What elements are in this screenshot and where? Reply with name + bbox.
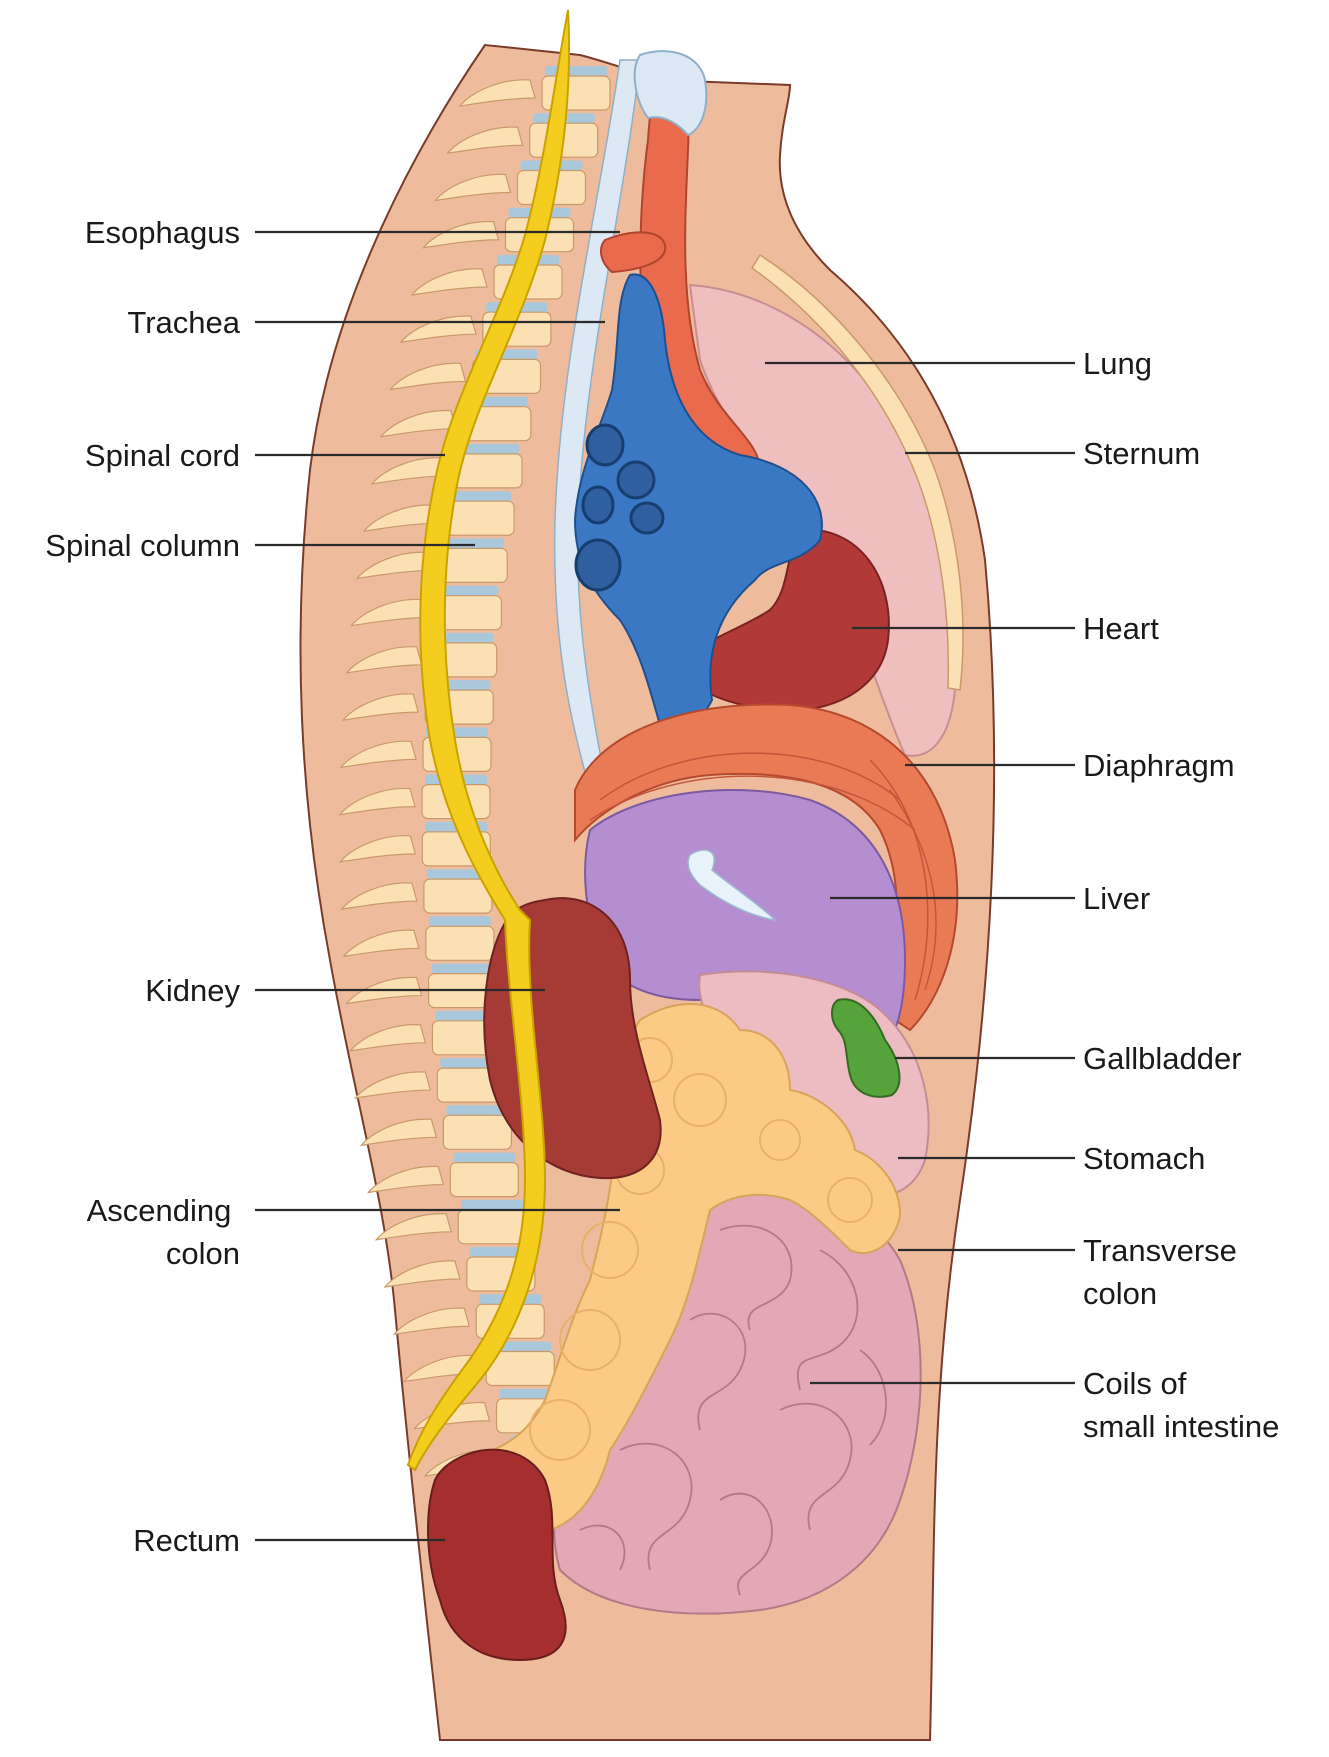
label-transverse-colon: Transverse colon — [1083, 1233, 1246, 1311]
intervertebral-disc — [461, 1199, 524, 1210]
intervertebral-disc — [453, 1152, 516, 1163]
label-trachea: Trachea — [127, 305, 240, 340]
spinous-process — [434, 173, 512, 202]
spinous-process — [338, 787, 416, 816]
spinous-process — [392, 1307, 471, 1336]
label-esophagus: Esophagus — [85, 215, 240, 250]
spinous-process — [345, 646, 423, 674]
thyroid-cartilage — [633, 50, 708, 137]
sternum — [750, 253, 964, 691]
spinous-process — [366, 1165, 445, 1194]
spinous-process — [389, 362, 467, 391]
spinous-process — [446, 126, 524, 155]
vertebral-body — [438, 547, 508, 584]
label-stomach: Stomach — [1083, 1141, 1205, 1176]
spinous-process — [458, 79, 536, 107]
spinous-process — [359, 1118, 438, 1147]
intervertebral-disc — [435, 1010, 498, 1021]
vertebral-body — [445, 500, 515, 536]
spinous-process — [341, 693, 420, 721]
label-gallbladder: Gallbladder — [1083, 1041, 1242, 1076]
diaphragm-fibers — [589, 752, 937, 1001]
intervertebral-disc — [446, 1105, 509, 1116]
label-lung: Lung — [1083, 346, 1152, 381]
label-diaphragm: Diaphragm — [1083, 748, 1235, 783]
spinous-process — [383, 1260, 461, 1288]
label-ascending-colon: Ascending colon — [87, 1193, 240, 1271]
diaphragm — [574, 703, 959, 1032]
vertebral-body — [423, 878, 493, 914]
intervertebral-disc — [426, 869, 489, 880]
gallbladder — [831, 998, 901, 1098]
spinous-process — [342, 929, 420, 958]
spinous-process — [370, 457, 448, 485]
spinal-cord — [406, 9, 571, 1472]
labels-left: Esophagus Trachea Spinal cord Spinal col… — [45, 215, 240, 1558]
label-rectum: Rectum — [133, 1523, 240, 1558]
intervertebral-disc — [428, 916, 491, 927]
vena-cava — [573, 273, 823, 730]
vertebral-body — [442, 1114, 512, 1150]
spinous-process — [349, 598, 428, 627]
intervertebral-disc — [431, 632, 494, 643]
spinous-process — [355, 551, 433, 580]
spinous-process — [379, 410, 457, 438]
spinous-process — [374, 1213, 453, 1241]
label-heart: Heart — [1083, 611, 1159, 646]
vertebral-body — [457, 1209, 527, 1245]
spinous-process — [410, 268, 488, 296]
spinous-process — [353, 1071, 432, 1099]
colon — [460, 1003, 902, 1533]
vertebral-body — [449, 1161, 519, 1198]
spinous-process — [422, 221, 500, 249]
spinous-process — [340, 882, 418, 910]
esophagus — [599, 231, 667, 274]
label-sternum: Sternum — [1083, 436, 1200, 471]
labels-right: Lung Sternum Heart Diaphragm Liver Gallb… — [1083, 346, 1279, 1444]
spinous-process — [338, 835, 417, 863]
intestine-folds — [579, 1224, 887, 1596]
leader-lines-right — [765, 361, 1075, 1385]
intervertebral-disc — [545, 66, 607, 76]
rectum — [427, 1448, 567, 1662]
label-small-intestine: Coils of small intestine — [1083, 1366, 1279, 1444]
intervertebral-disc — [457, 443, 519, 454]
intervertebral-disc — [449, 491, 512, 502]
label-spinal-cord: Spinal cord — [85, 438, 240, 473]
vertebral-body — [453, 453, 523, 489]
spinous-process — [339, 740, 417, 769]
intervertebral-disc — [436, 585, 499, 596]
spinous-process — [349, 1024, 427, 1052]
label-spinal-column: Spinal column — [45, 528, 240, 563]
vertebral-body — [425, 925, 495, 961]
liver-fissure — [687, 849, 778, 922]
intervertebral-disc — [442, 538, 505, 549]
label-liver: Liver — [1083, 881, 1150, 916]
leader-lines-left — [255, 230, 620, 1542]
intervertebral-disc — [431, 963, 494, 974]
spinous-process — [362, 504, 440, 532]
vessel-rings — [574, 423, 665, 592]
label-kidney: Kidney — [145, 973, 240, 1008]
